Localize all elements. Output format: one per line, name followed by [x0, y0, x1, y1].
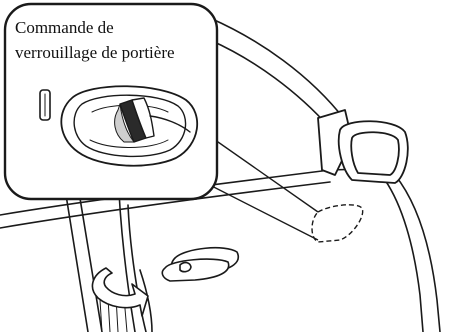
mirror-glass [351, 132, 399, 175]
door-rear-edge [395, 175, 440, 332]
callout-label: Commande de verrouillage de portière [15, 15, 215, 65]
leader-line-lower [196, 178, 318, 240]
door-rear-edge-inner [385, 180, 423, 332]
key-cylinder [180, 263, 191, 272]
side-mirror [318, 110, 408, 183]
callout-label-line-2: verrouillage de portière [15, 40, 215, 65]
outer-door-handle [162, 248, 238, 281]
lock-location-marker [312, 205, 363, 242]
callout-label-line-1: Commande de [15, 15, 215, 40]
